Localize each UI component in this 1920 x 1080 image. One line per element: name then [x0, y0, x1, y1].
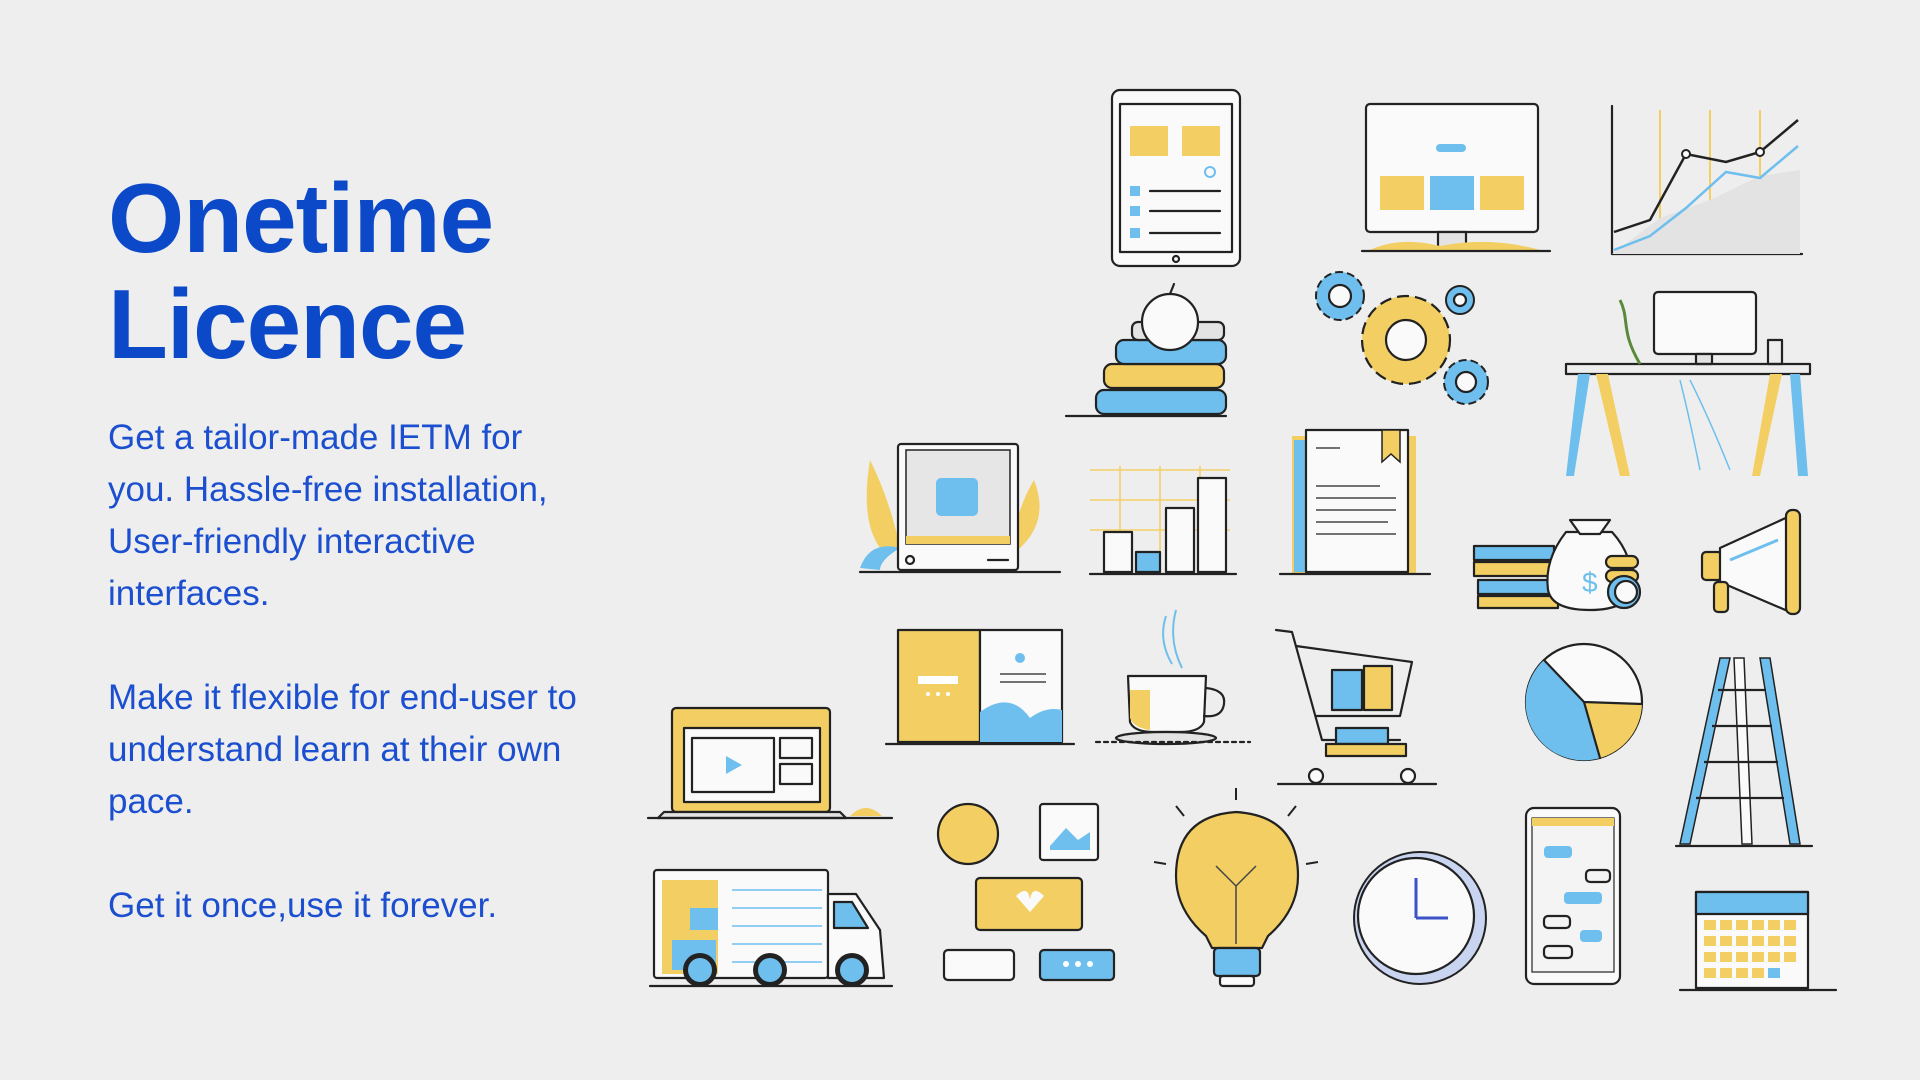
lightbulb-icon	[1153, 788, 1319, 988]
description: Get a tailor-made IETM for you. Hassle-f…	[108, 412, 598, 984]
smartphone-chat-icon	[1524, 806, 1622, 986]
page-title: Onetime Licence	[108, 163, 494, 379]
chat-bubbles-icon	[936, 802, 1116, 982]
clock-icon	[1353, 851, 1487, 985]
document-icon	[1278, 428, 1432, 576]
title-line-2: Licence	[108, 269, 467, 379]
books-apple-icon	[1064, 282, 1228, 418]
pie-chart-icon	[1524, 642, 1644, 762]
website-card-icon	[884, 628, 1076, 746]
monitor-icon	[1360, 102, 1552, 253]
social-post-icon	[858, 442, 1062, 574]
svg-text:$: $	[1582, 567, 1598, 598]
calendar-icon	[1678, 890, 1838, 992]
paragraph-forever: Get it once,use it forever.	[108, 886, 498, 925]
ladder-icon	[1674, 657, 1814, 848]
megaphone-icon	[1700, 508, 1802, 616]
desk-computer-icon	[1564, 290, 1812, 476]
tablet-icon	[1110, 88, 1242, 268]
paragraph-flexible: Make it flexible for end-user to underst…	[108, 678, 577, 821]
bar-chart-icon	[1088, 466, 1238, 576]
coffee-cup-icon	[1094, 609, 1252, 746]
laptop-video-icon	[646, 706, 894, 820]
title-line-1: Onetime	[108, 163, 494, 273]
shopping-cart-icon	[1274, 628, 1438, 786]
paragraph-intro: Get a tailor-made IETM for you. Hassle-f…	[108, 418, 548, 613]
line-chart-icon	[1610, 104, 1804, 256]
money-bag-icon: $	[1472, 518, 1642, 612]
gears-icon	[1315, 271, 1489, 405]
delivery-truck-icon	[648, 868, 894, 988]
